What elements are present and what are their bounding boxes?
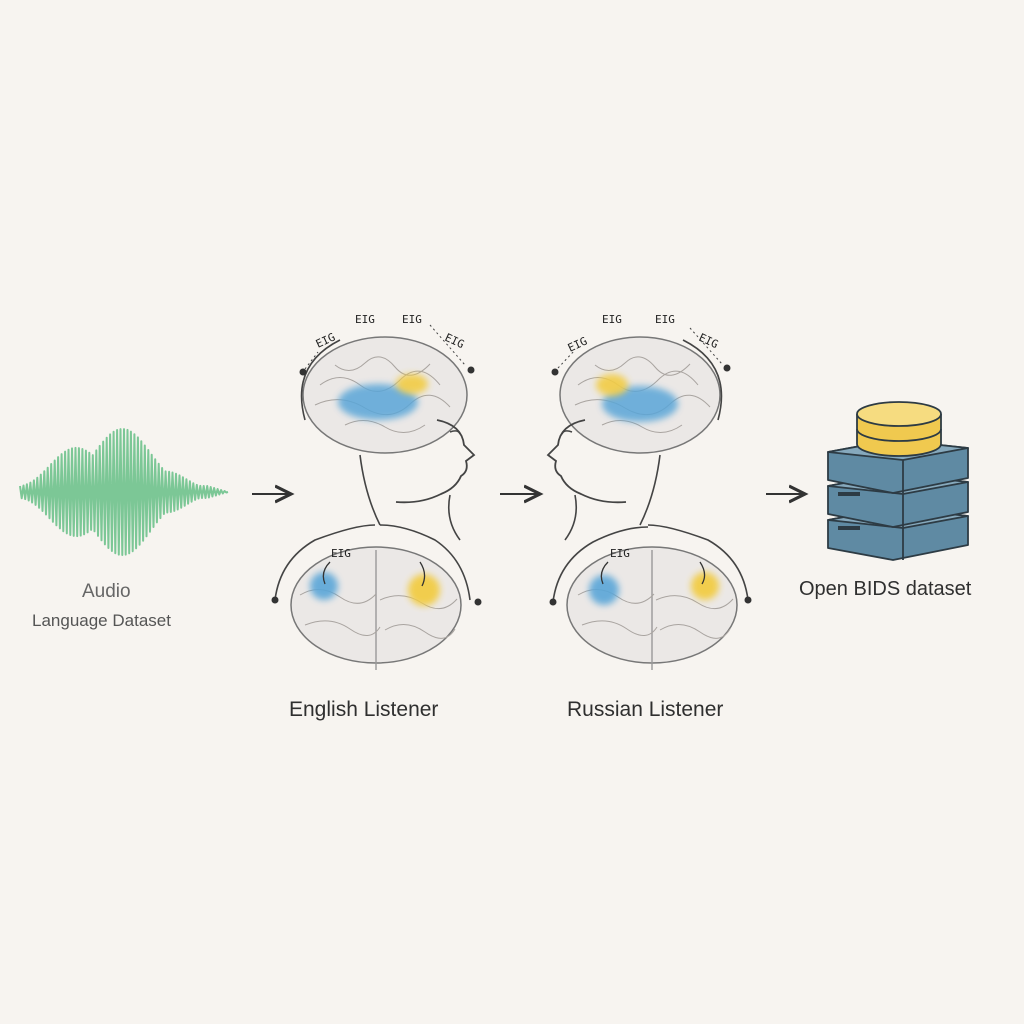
english-listener-figure: EIG EIG EIG EIG EIG (271, 313, 482, 670)
electrode-tag: EIG (402, 313, 422, 326)
face-profile (395, 419, 476, 504)
audio-title: Audio (82, 581, 131, 602)
russian-listener-label: Russian Listener (567, 698, 724, 721)
dataset-label: Open BIDS dataset (799, 578, 972, 600)
electrode-tag: EIG (443, 331, 467, 351)
electrode-tag: EIG (697, 331, 721, 351)
electrode-tag: EIG (655, 313, 675, 326)
electrode-tag: EIG (355, 313, 375, 326)
audio-waveform-icon (19, 428, 229, 556)
electrode-tag: EIG (314, 331, 338, 351)
electrode-tag: EIG (610, 547, 630, 560)
audio-subtitle: Language Dataset (32, 611, 171, 630)
russian-listener-figure: EIG EIG EIG EIG EIG (546, 313, 752, 670)
electrode-tag: EIG (602, 313, 622, 326)
database-server-icon (827, 401, 969, 561)
face-profile (546, 419, 627, 504)
english-listener-label: English Listener (289, 698, 439, 721)
electrode-tag: EIG (331, 547, 351, 560)
